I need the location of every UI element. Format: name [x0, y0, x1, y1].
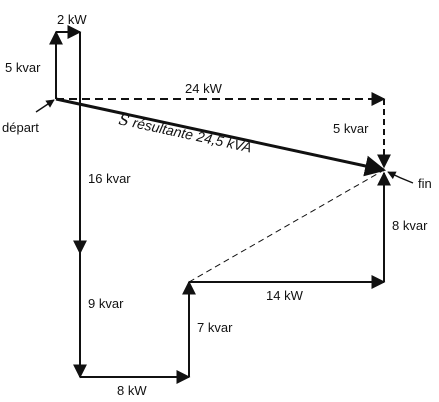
- label-5kvar-right: 5 kvar: [333, 121, 369, 136]
- label-7kvar: 7 kvar: [197, 320, 233, 335]
- label-8kw: 8 kW: [117, 383, 147, 398]
- vector-resultant: [55, 97, 387, 177]
- resultant-text: résultante 24,5 kVA: [127, 113, 253, 155]
- label-5kvar-left: 5 kvar: [5, 60, 41, 75]
- resultant-symbol: S: [117, 110, 131, 130]
- label-16kvar: 16 kvar: [88, 171, 131, 186]
- label-24kw: 24 kW: [185, 81, 223, 96]
- thin-dashed-diagonal: [188, 169, 385, 283]
- label-2kw: 2 kW: [57, 12, 87, 27]
- start-callout-arrow: [35, 99, 55, 113]
- label-14kw: 14 kW: [266, 288, 304, 303]
- end-callout-arrow: [387, 171, 414, 184]
- label-8kvar: 8 kvar: [392, 218, 428, 233]
- label-resultant: S résultante 24,5 kVA: [117, 110, 253, 156]
- label-start: départ: [2, 120, 39, 135]
- label-end: fin: [418, 176, 432, 191]
- label-9kvar: 9 kvar: [88, 296, 124, 311]
